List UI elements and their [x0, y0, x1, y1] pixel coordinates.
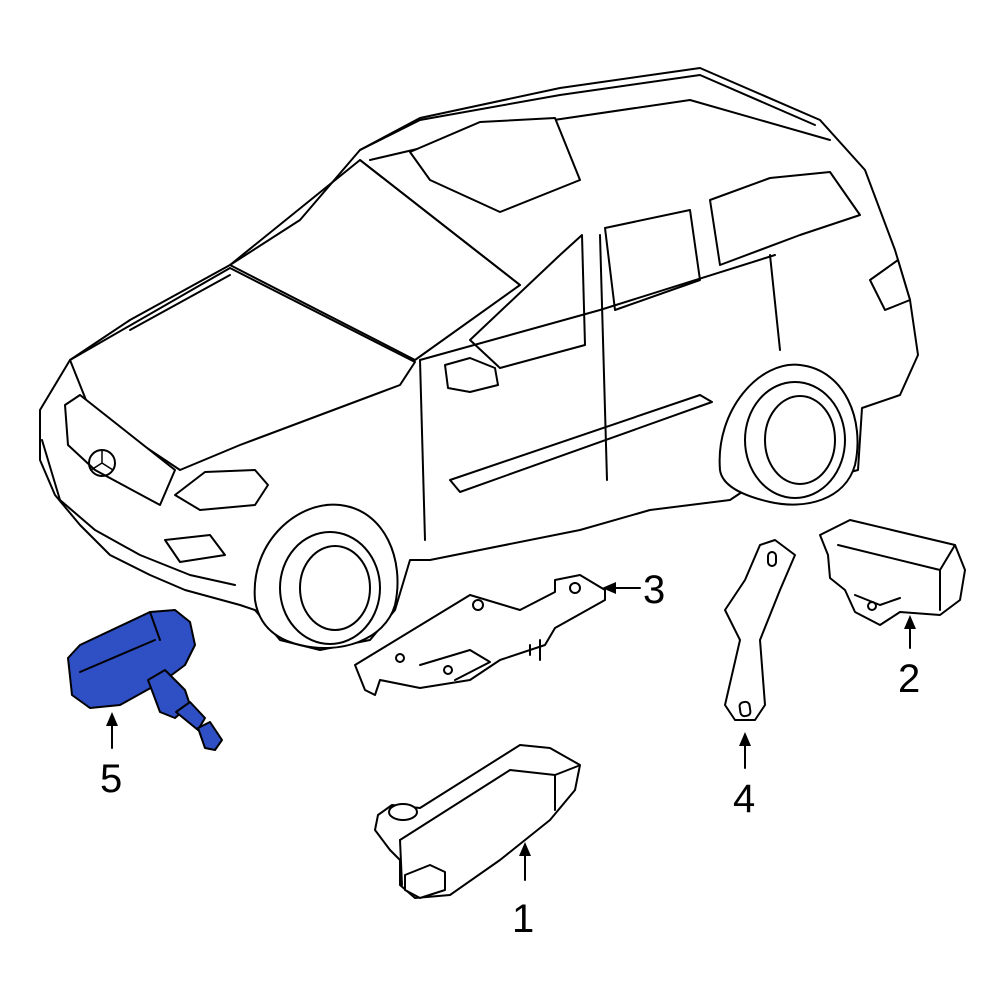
- fog-light: [164, 534, 226, 563]
- part-2-module: [819, 519, 966, 626]
- callout-label-2: 2: [898, 657, 920, 701]
- callout-label-4: 4: [733, 777, 755, 821]
- vehicle-illustration: [39, 67, 919, 651]
- callout-arrows: [106, 582, 916, 881]
- callout-label-5: 5: [100, 757, 122, 801]
- tail-lamp: [869, 259, 911, 311]
- side-mirror: [444, 357, 499, 393]
- part-5-tire-pressure-sensor: [67, 609, 223, 751]
- quarter-window: [709, 171, 861, 266]
- part-1-module: [374, 744, 581, 899]
- grille: [64, 394, 176, 506]
- part-4-bracket: [724, 539, 796, 721]
- sunroof: [409, 117, 581, 213]
- headlight: [174, 469, 269, 511]
- rear-wheel: [718, 363, 859, 506]
- front-wheel: [253, 503, 399, 649]
- callout-label-1: 1: [512, 897, 534, 941]
- front-side-window: [469, 234, 586, 369]
- callout-label-3: 3: [643, 568, 665, 612]
- part-3-bracket: [354, 574, 606, 696]
- three-pointed-star-icon: [88, 449, 116, 477]
